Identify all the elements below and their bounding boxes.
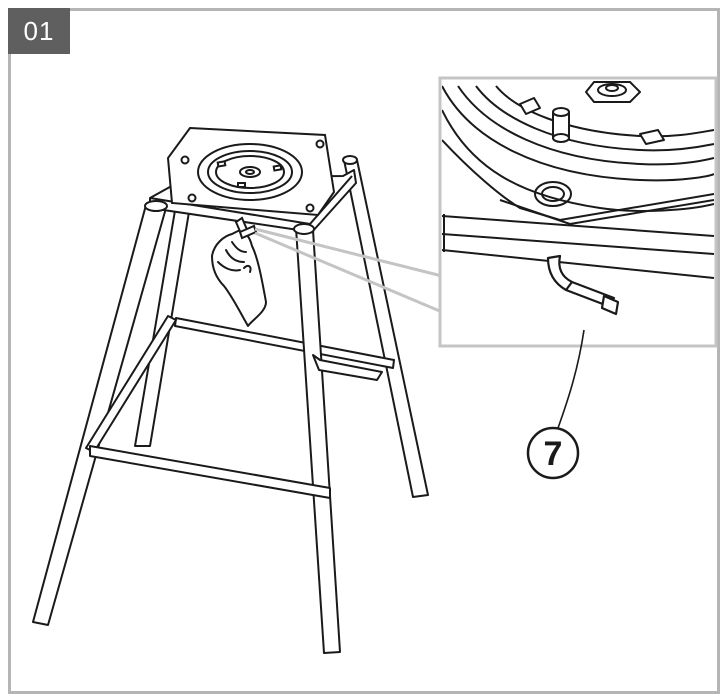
part-callout-number: 7 xyxy=(544,435,563,473)
back-upper-brace xyxy=(174,317,395,369)
part-callout-circle xyxy=(526,426,580,480)
zoom-connector xyxy=(254,227,443,314)
step-number-badge: 01 xyxy=(8,8,70,54)
detail-inset-border xyxy=(438,76,718,348)
front-lower-brace xyxy=(89,445,331,499)
swivel-plate-icon xyxy=(166,126,336,217)
front-right-leg xyxy=(295,227,341,654)
hand-icon xyxy=(211,229,267,327)
callout-leader-line xyxy=(557,329,585,429)
detail-inset xyxy=(442,81,714,316)
back-right-leg xyxy=(343,159,429,498)
right-side-brace xyxy=(312,354,383,381)
part-callout: 7 xyxy=(526,426,580,480)
